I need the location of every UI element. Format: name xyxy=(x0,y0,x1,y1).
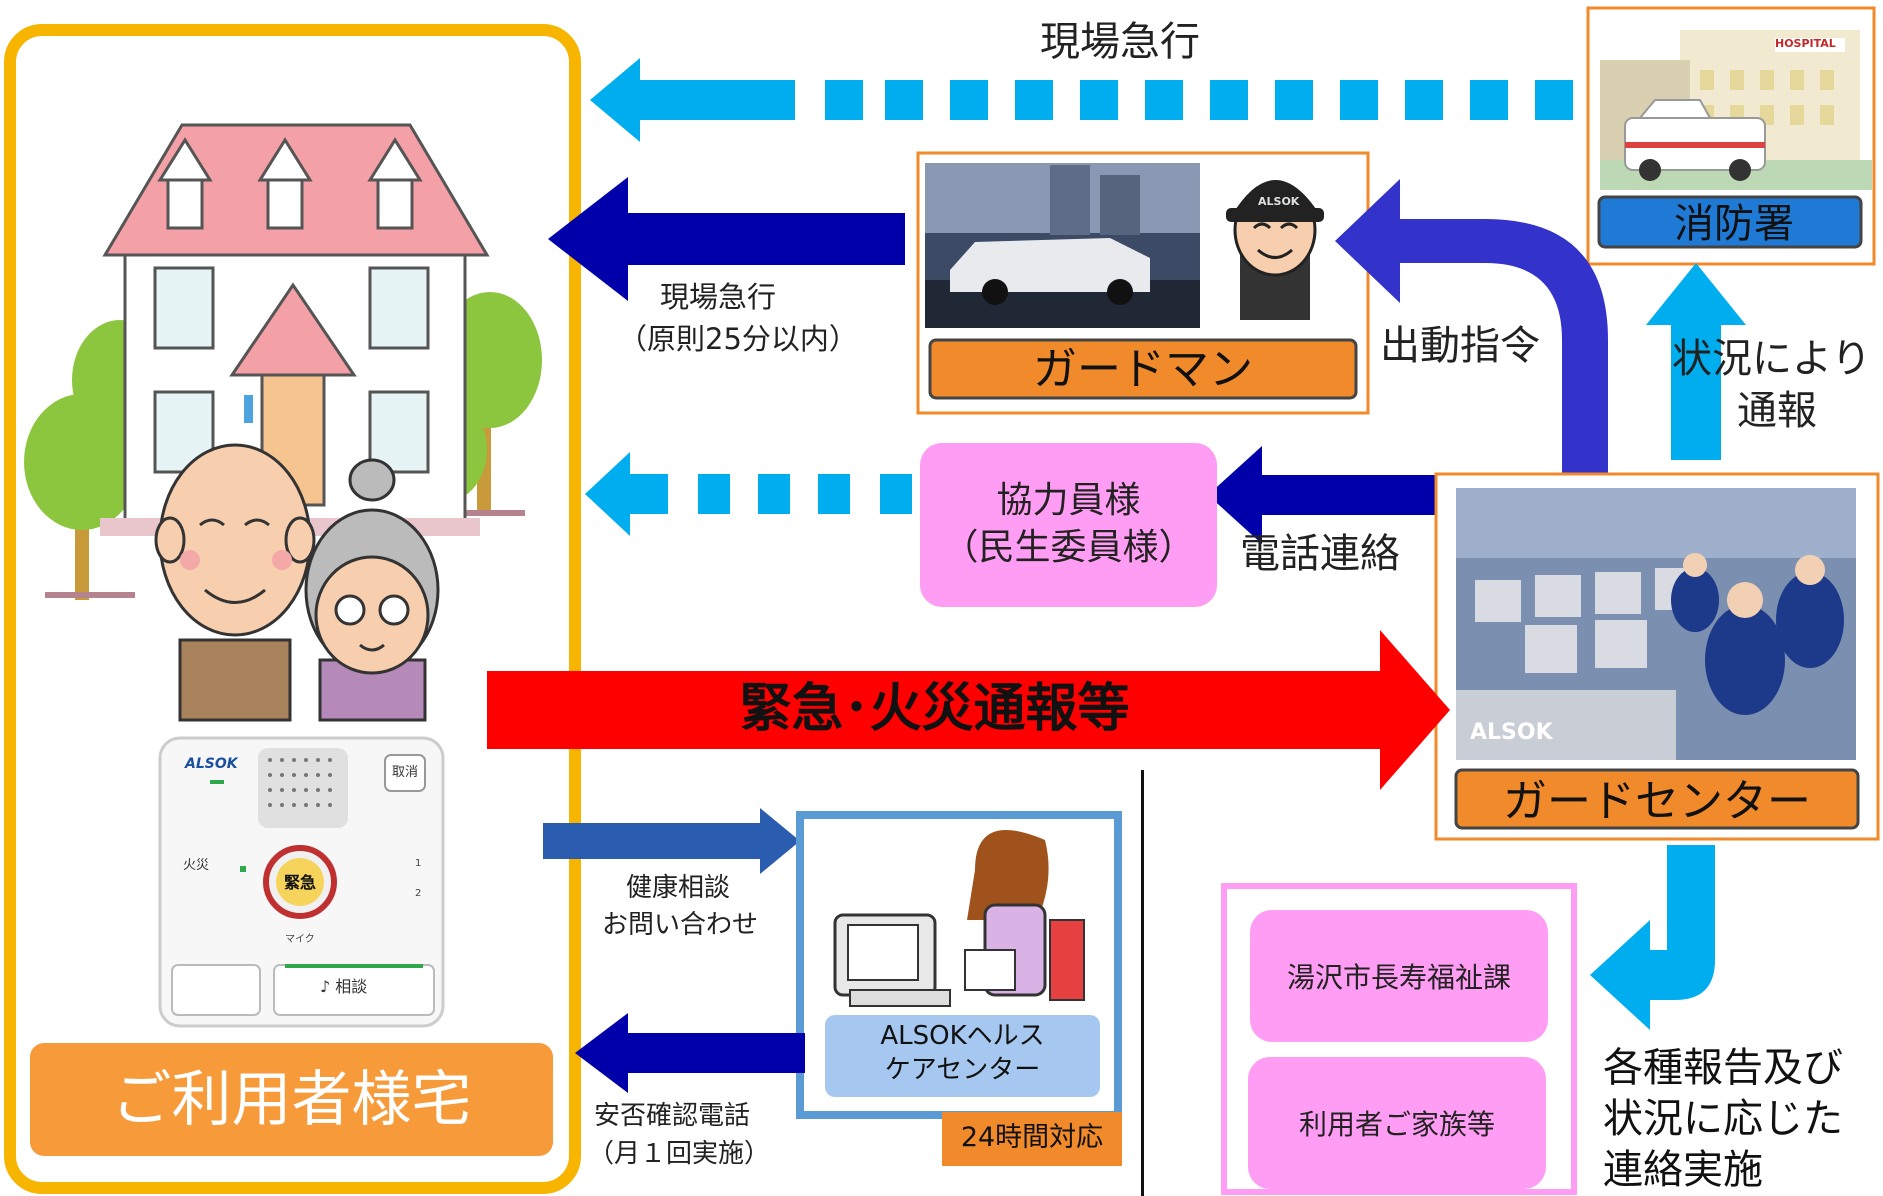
device-emergency-button: 緊急 xyxy=(284,873,317,892)
label-top-dispatch: 現場急行 xyxy=(1040,19,1200,65)
guardman-figure xyxy=(1226,180,1324,320)
house xyxy=(100,123,490,536)
arrow-guard-dispatch xyxy=(548,177,905,301)
arrow-phone-contact xyxy=(1208,446,1443,544)
label-report: 各種報告及び 状況に応じた 連絡実施 xyxy=(1603,1043,1843,1196)
guard-center-label-bar xyxy=(1454,768,1860,830)
label-dispatch-order: 出動指令 xyxy=(1380,323,1540,369)
label-notify-2: 通報 xyxy=(1737,388,1817,434)
label-health-1: 健康相談 xyxy=(626,873,731,903)
guard-center-label: ガードセンター xyxy=(1503,776,1811,827)
contact-city: 湯沢市長寿福祉課 xyxy=(1250,910,1548,1042)
fire-station-label: 消防署 xyxy=(1674,201,1794,247)
label-report-3: 連絡実施 xyxy=(1603,1147,1763,1194)
label-phone-contact: 電話連絡 xyxy=(1240,531,1400,577)
health-center-label-1: ALSOKヘルス xyxy=(880,1021,1045,1051)
arrow-dispatch-order xyxy=(1335,179,1608,484)
control-room-photo xyxy=(1456,488,1856,760)
health-center-label: ALSOKヘルス ケアセンター xyxy=(825,1020,1100,1088)
arrow-health xyxy=(543,808,800,874)
health-center-label-box xyxy=(825,1015,1100,1097)
guardman-label-bar xyxy=(928,338,1358,400)
arrow-safety-call xyxy=(575,1013,805,1093)
ambulance xyxy=(1624,99,1766,181)
cooperator-box: 協力員様 （民生委員様） xyxy=(920,443,1217,607)
label-guard-dispatch-2: （原則25分以内） xyxy=(618,322,858,356)
device-cancel-button: 取消 xyxy=(392,765,419,780)
hospital-sign: HOSPITAL xyxy=(1775,37,1836,50)
elderly-woman xyxy=(304,458,440,722)
label-safety-call-2: （月１回実施） xyxy=(588,1139,771,1169)
arrow-top-dashed xyxy=(590,58,1573,142)
label-notify-1: 状況により xyxy=(1672,336,1872,382)
arrow-emergency xyxy=(487,630,1450,790)
device-mic-label: マイク xyxy=(285,934,315,945)
label-report-1: 各種報告及び xyxy=(1603,1045,1843,1091)
health-center-label-2: ケアセンター xyxy=(884,1054,1041,1085)
contact-family: 利用者ご家族等 xyxy=(1248,1057,1546,1189)
residence-frame xyxy=(4,24,581,1194)
device-consult-button: ♪ 相談 xyxy=(320,977,368,996)
divider-line xyxy=(1141,770,1144,1196)
guardman-cap-logo: ALSOK xyxy=(1258,195,1300,208)
cooperator-line-1: 協力員様 xyxy=(996,480,1141,522)
health-center-badge: 24時間対応 xyxy=(960,1122,1104,1153)
label-safety-call-1: 安否確認電話 xyxy=(594,1101,751,1131)
elderly-man xyxy=(154,443,316,722)
label-health-2: お問い合わせ xyxy=(602,910,759,940)
device-line-1: 1 xyxy=(415,858,422,869)
label-guard-dispatch-1: 現場急行 xyxy=(660,280,777,314)
guardman-label: ガードマン xyxy=(1033,344,1253,395)
patrol-car-photo xyxy=(925,163,1200,328)
cooperator-line-2: （民生委員様） xyxy=(942,527,1195,568)
device-fire-label: 火災 xyxy=(183,858,210,873)
device-line-2: 2 xyxy=(415,888,422,899)
guard-center-logo: ALSOK xyxy=(1470,720,1553,745)
operator-illustration xyxy=(833,830,1085,1007)
emergency-device xyxy=(158,736,445,1028)
fire-station-label-bar xyxy=(1597,195,1863,249)
residence-label: ご利用者様宅 xyxy=(111,1065,472,1135)
label-report-2: 状況に応じた xyxy=(1603,1096,1843,1143)
label-emergency: 緊急･火災通報等 xyxy=(739,679,1130,739)
arrow-cooperator-dashed xyxy=(585,452,912,536)
arrow-report xyxy=(1590,845,1715,1030)
arrow-notify xyxy=(1646,263,1746,460)
residence-label-bar xyxy=(30,1043,553,1156)
device-brand: ALSOK xyxy=(185,756,238,772)
health-center-badge-box xyxy=(942,1112,1122,1166)
